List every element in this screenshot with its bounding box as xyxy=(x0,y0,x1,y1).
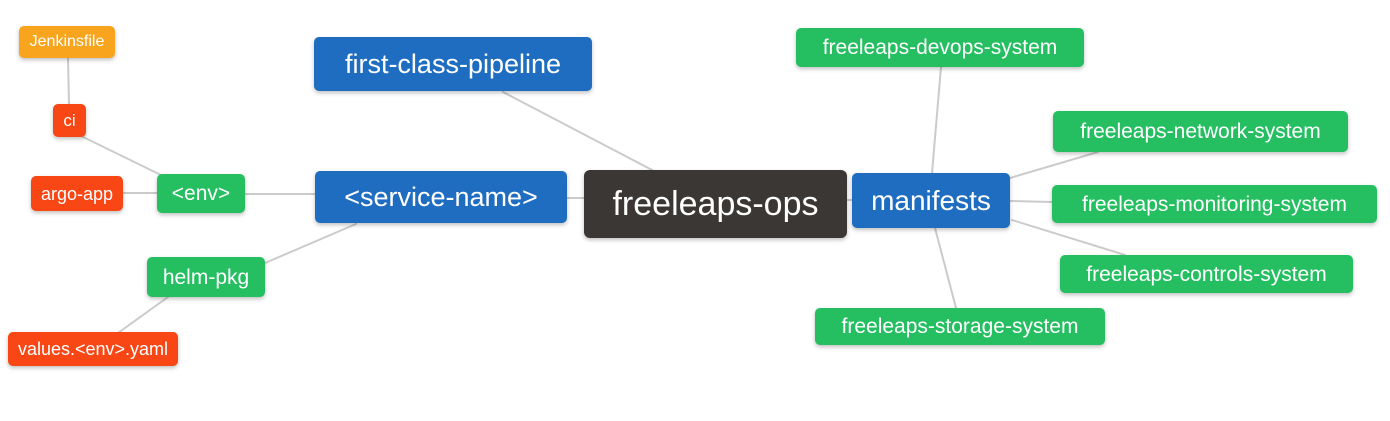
node-freeleaps-devops-system[interactable]: freeleaps-devops-system xyxy=(796,28,1084,67)
edge-jenkinsfile-ci xyxy=(67,57,70,105)
node-freeleaps-network-system[interactable]: freeleaps-network-system xyxy=(1053,111,1348,152)
node-helm-pkg[interactable]: helm-pkg xyxy=(147,257,265,297)
edge-ci-env xyxy=(80,135,164,177)
node-service-name[interactable]: <service-name> xyxy=(315,171,567,223)
edge-manifests-controls xyxy=(1011,219,1126,256)
node-jenkinsfile[interactable]: Jenkinsfile xyxy=(19,26,115,58)
edge-manifests-network xyxy=(1009,151,1099,179)
node-env[interactable]: <env> xyxy=(157,174,245,213)
edge-helm-pkg-service-name xyxy=(264,223,357,264)
node-freeleaps-monitoring-system[interactable]: freeleaps-monitoring-system xyxy=(1052,185,1377,223)
edge-manifests-monitoring xyxy=(1009,200,1053,203)
edge-pipeline-freeleaps-ops xyxy=(502,91,655,172)
node-first-class-pipeline[interactable]: first-class-pipeline xyxy=(314,37,592,91)
edge-manifests-devops xyxy=(931,66,942,174)
node-freeleaps-controls-system[interactable]: freeleaps-controls-system xyxy=(1060,255,1353,293)
node-values-env-yaml[interactable]: values.<env>.yaml xyxy=(8,332,178,366)
edge-values-helm-pkg xyxy=(117,296,169,334)
node-argo-app[interactable]: argo-app xyxy=(31,176,123,211)
node-freeleaps-ops[interactable]: freeleaps-ops xyxy=(584,170,847,238)
node-manifests[interactable]: manifests xyxy=(852,173,1010,228)
node-ci[interactable]: ci xyxy=(53,104,86,137)
edge-manifests-storage xyxy=(934,227,957,309)
node-freeleaps-storage-system[interactable]: freeleaps-storage-system xyxy=(815,308,1105,345)
